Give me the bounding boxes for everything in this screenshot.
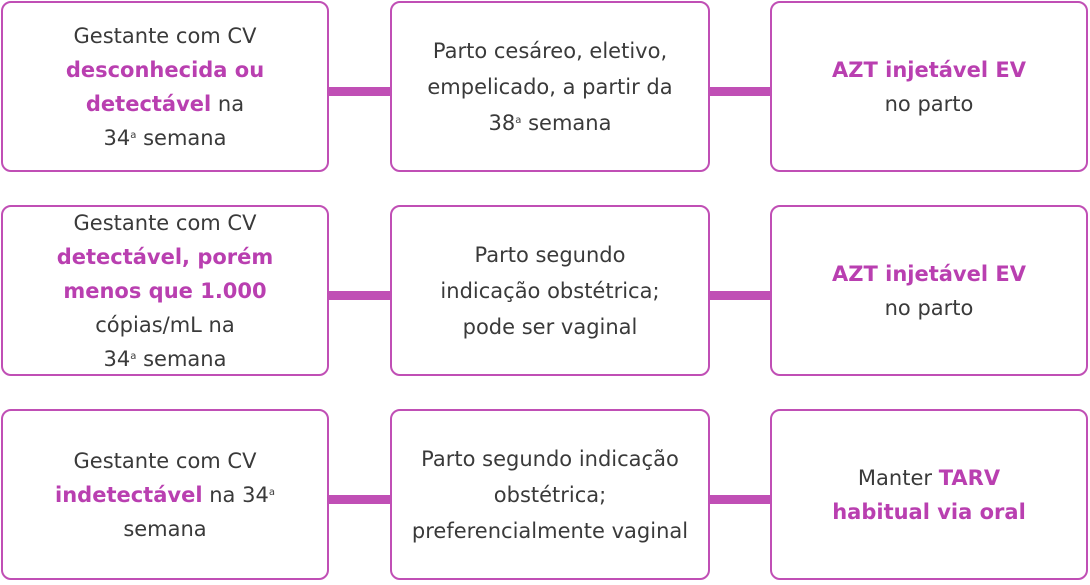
week-ordinal: a bbox=[515, 114, 522, 126]
treatment-box-1: AZT injetável EV no parto bbox=[770, 1, 1088, 172]
delivery-box-2: Parto segundo indicação obstétrica; pode… bbox=[390, 205, 710, 376]
connector-line bbox=[710, 495, 770, 504]
delivery-text-1: Parto cesáreo, eletivo, empelicado, a pa… bbox=[427, 38, 673, 99]
treatment-box-2: AZT injetável EV no parto bbox=[770, 205, 1088, 376]
delivery-box-1: Parto cesáreo, eletivo, empelicado, a pa… bbox=[390, 1, 710, 172]
condition-highlight-2: detectável, porém menos que 1.000 bbox=[56, 244, 274, 303]
treatment-highlight-1: AZT injetável EV bbox=[832, 57, 1026, 82]
connector-line bbox=[329, 87, 390, 96]
week-word: semana bbox=[528, 110, 612, 135]
condition-week-2: 34a semana bbox=[25, 342, 305, 376]
week-word: semana bbox=[143, 346, 227, 371]
flow-row-3: Gestante com CV indetectável na 34a sema… bbox=[0, 409, 1090, 584]
condition-box-2: Gestante com CV detectável, porém menos … bbox=[1, 205, 329, 376]
condition-pre-3: Gestante com CV bbox=[73, 448, 257, 473]
treatment-highlight-3: TARV habitual via oral bbox=[832, 465, 1026, 524]
connector-line bbox=[710, 291, 770, 300]
treatment-box-3: Manter TARV habitual via oral bbox=[770, 409, 1088, 580]
condition-pre-2: Gestante com CV bbox=[73, 210, 257, 235]
week-ordinal: a bbox=[130, 129, 137, 141]
condition-post-3: na bbox=[209, 482, 236, 507]
condition-highlight-3: indetectável bbox=[55, 482, 203, 507]
treatment-pre-3: Manter bbox=[857, 465, 933, 490]
treatment-post-2: no parto bbox=[884, 295, 974, 320]
flow-row-1: Gestante com CV desconhecida ou detectáv… bbox=[0, 1, 1090, 176]
week-ordinal: a bbox=[268, 486, 275, 498]
connector-line bbox=[710, 87, 770, 96]
condition-pre-1: Gestante com CV bbox=[73, 23, 257, 48]
treatment-post-1: no parto bbox=[884, 91, 974, 116]
delivery-box-3: Parto segundo indicação obstétrica; pref… bbox=[390, 409, 710, 580]
delivery-text-3: Parto segundo indicação obstétrica; pref… bbox=[411, 446, 689, 543]
connector-line bbox=[329, 495, 390, 504]
condition-week-word-3: semana bbox=[123, 516, 207, 541]
treatment-highlight-2: AZT injetável EV bbox=[832, 261, 1026, 286]
connector-line bbox=[329, 291, 390, 300]
condition-post-2: cópias/mL na bbox=[95, 312, 235, 337]
week-number: 38 bbox=[488, 110, 516, 135]
delivery-text-2: Parto segundo indicação obstétrica; pode… bbox=[440, 242, 660, 339]
week-ordinal: a bbox=[130, 350, 137, 362]
week-number: 34 bbox=[242, 482, 269, 507]
condition-highlight-1: desconhecida ou detectável bbox=[65, 57, 265, 116]
week-word: semana bbox=[143, 125, 227, 150]
week-number: 34 bbox=[103, 125, 131, 150]
condition-box-3: Gestante com CV indetectável na 34a sema… bbox=[1, 409, 329, 580]
condition-box-1: Gestante com CV desconhecida ou detectáv… bbox=[1, 1, 329, 172]
week-number: 34 bbox=[103, 346, 131, 371]
condition-post-1: na bbox=[217, 91, 245, 116]
condition-week-1: 34a semana bbox=[30, 121, 300, 155]
flow-row-2: Gestante com CV detectável, porém menos … bbox=[0, 205, 1090, 380]
